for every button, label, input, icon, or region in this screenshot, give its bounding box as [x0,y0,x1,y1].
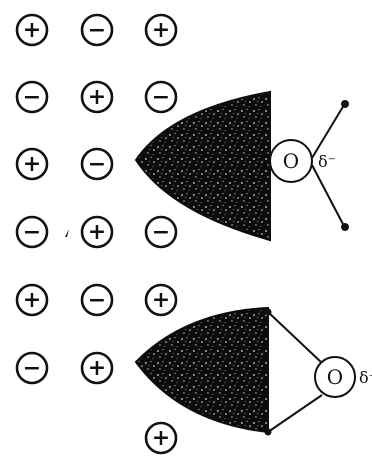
ion-charge-label: + [152,17,170,43]
cation-ion: + [146,285,176,315]
hydrogen-atom [341,223,349,231]
cation-ion: + [17,285,47,315]
ion-charge-label: − [23,84,41,110]
cation-ion: + [146,15,176,45]
ion-charge-label: − [152,84,170,110]
ion-charge-label: + [152,287,170,313]
anion-ion: − [17,82,47,112]
partial-charge-label: δ⁺ [359,368,372,387]
cation-ion: + [146,423,176,453]
cation-ion: + [82,217,112,247]
ion-charge-label: − [88,17,106,43]
anion-ion: − [17,353,47,383]
hydrogen-atom [265,429,272,436]
ion-charge-label: + [23,287,41,313]
ion-charge-label: + [88,355,106,381]
ion-charge-label: − [23,355,41,381]
anion-ion: − [146,82,176,112]
hydrogen-atom [265,309,272,316]
ion-charge-label: − [88,287,106,313]
ion-charge-label: + [23,17,41,43]
cation-ion: + [82,353,112,383]
ion-charge-label: − [88,151,106,177]
cation-ion: + [17,15,47,45]
anion-ion: − [82,285,112,315]
bond-line [268,312,322,363]
anion-ion: − [146,217,176,247]
ion-charge-label: + [152,425,170,451]
tick-mark [65,229,69,237]
ion-charge-label: + [23,151,41,177]
bond-line [268,395,322,432]
partial-charge-label: δ⁻ [318,152,336,171]
hydrogen-atom [341,100,349,108]
cation-ion: + [82,82,112,112]
bond-line [312,105,344,158]
ion-charge-label: − [23,219,41,245]
anion-ion: − [82,15,112,45]
ion-lattice: + − + − + − + − − + − + − + − + + [17,15,176,453]
bond-line [312,165,344,226]
water-molecule-bottom: O δ⁺ [136,308,372,436]
cation-ion: + [17,149,47,179]
oxygen-label: O [283,149,299,173]
cavity-shape-bottom [136,308,268,432]
ion-charge-label: + [88,84,106,110]
anion-ion: − [82,149,112,179]
ion-charge-label: + [88,219,106,245]
ion-charge-label: − [152,219,170,245]
oxygen-label: O [327,365,343,389]
anion-ion: − [17,217,47,247]
